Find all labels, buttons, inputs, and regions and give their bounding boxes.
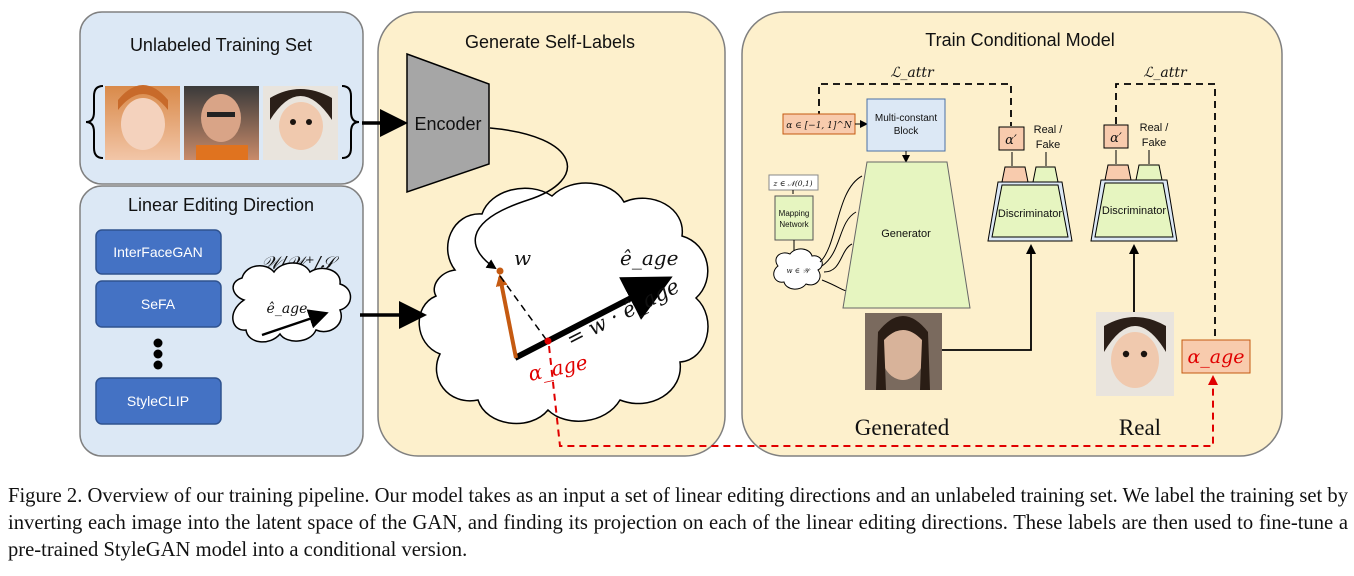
loss-label-left: ℒ_attr — [890, 65, 935, 81]
loss-loop-left — [818, 83, 1012, 126]
face-thumbnail-man — [184, 86, 259, 160]
method-interfacegan-label: InterFaceGAN — [113, 244, 202, 260]
method-sefa-label: SeFA — [141, 296, 176, 312]
w-vector-arrow — [495, 274, 518, 359]
e-age-axis-arrow — [513, 276, 673, 361]
discriminator-left-realfake-head — [1032, 166, 1059, 183]
alpha-prime-left-box — [998, 126, 1025, 151]
pipeline-figure: Unlabeled Training Set Linear Editing Di… — [79, 11, 1283, 457]
method-sefa: SeFA — [95, 280, 222, 328]
encoder-label: Encoder — [414, 114, 481, 134]
label-flow-dashed-arrow — [548, 345, 1218, 447]
multi-constant-label-1: Multi-constant — [875, 113, 937, 124]
realfake-left-label-1: Real / — [1034, 124, 1064, 136]
discriminator-right-alpha-head — [1104, 164, 1132, 181]
alpha-age-box — [1181, 339, 1251, 374]
real-face-image — [1096, 312, 1174, 396]
alpha-prime-left-label: α′ — [1005, 133, 1017, 148]
mapping-label-2: Network — [779, 220, 809, 229]
selflabels-panel-title: Generate Self-Labels — [465, 32, 635, 52]
multi-constant-block — [866, 98, 946, 152]
loss-label-right: ℒ_attr — [1143, 65, 1188, 81]
method-interfacegan: InterFaceGAN — [95, 229, 222, 275]
w-label: w — [514, 246, 531, 270]
mapping-network-block — [774, 195, 814, 241]
w-point — [496, 267, 504, 275]
method-styleclip-label: StyleCLIP — [127, 393, 189, 409]
alpha-point — [544, 337, 552, 345]
alpha-input-label: α ∈ [−1, 1]^N — [786, 121, 853, 131]
generator-label: Generator — [881, 228, 931, 240]
discriminator-left: Discriminator — [987, 166, 1073, 242]
generate-self-labels-panel: Generate Self-Labels Encoder — [377, 11, 726, 457]
discriminator-right-label: Discriminator — [1102, 205, 1167, 217]
right-brace — [341, 85, 360, 159]
alpha-prime-right-box — [1103, 124, 1129, 149]
method-styleclip: StyleCLIP — [95, 377, 222, 425]
conditional-panel-title: Train Conditional Model — [925, 30, 1114, 50]
e-age-label: ê_age — [620, 246, 678, 270]
face-thumbnail-baby — [263, 86, 338, 160]
discriminator-right: Discriminator — [1090, 164, 1178, 242]
z-input-label: z ∈ 𝒩(0,1) — [772, 179, 812, 188]
loss-loop-right — [1115, 83, 1216, 340]
encoder-block — [406, 52, 490, 194]
multi-constant-label-2: Block — [894, 126, 919, 137]
small-cloud-direction-arrow — [261, 309, 329, 337]
w-space-label: w ∈ 𝒲 — [787, 267, 812, 275]
discriminator-left-alpha-head — [1001, 166, 1029, 183]
alpha-prime-right-label: α′ — [1110, 131, 1122, 146]
figure-caption: Figure 2. Overview of our training pipel… — [8, 485, 1348, 561]
face-thumbnail-woman — [105, 85, 180, 160]
unlabeled-panel-title: Unlabeled Training Set — [130, 35, 312, 55]
realfake-left-label-2: Fake — [1036, 139, 1060, 151]
discriminator-right-realfake-head — [1135, 164, 1163, 181]
encoder-to-w-curve — [474, 127, 569, 270]
realfake-right-label-1: Real / — [1140, 122, 1170, 134]
linear-editing-direction-panel: Linear Editing Direction InterFaceGAN Se… — [79, 185, 364, 457]
left-brace — [85, 85, 104, 159]
mapping-label-1: Mapping — [779, 209, 810, 218]
w-space-cloud — [773, 248, 823, 290]
alpha-age-box-label: α_age — [1187, 346, 1244, 368]
unlabeled-training-set-panel: Unlabeled Training Set — [79, 11, 364, 185]
discriminator-left-label: Discriminator — [998, 208, 1063, 220]
realfake-right-label-2: Fake — [1142, 137, 1166, 149]
arrow-generated-to-discriminator — [942, 244, 1036, 351]
generated-face-image — [865, 313, 942, 390]
small-cloud-direction-label: ê_age — [267, 301, 308, 317]
method-ellipsis — [153, 338, 163, 370]
real-label: Real — [1119, 415, 1161, 440]
generated-label: Generated — [855, 415, 950, 440]
train-conditional-model-panel: Train Conditional Model ℒ_attr ℒ_attr α … — [741, 11, 1283, 457]
projection-dashed-line — [499, 275, 549, 343]
linear-panel-title: Linear Editing Direction — [128, 195, 314, 215]
w-to-generator-arrows — [819, 175, 863, 293]
large-latent-cloud — [418, 182, 709, 425]
generator-block — [842, 161, 971, 309]
